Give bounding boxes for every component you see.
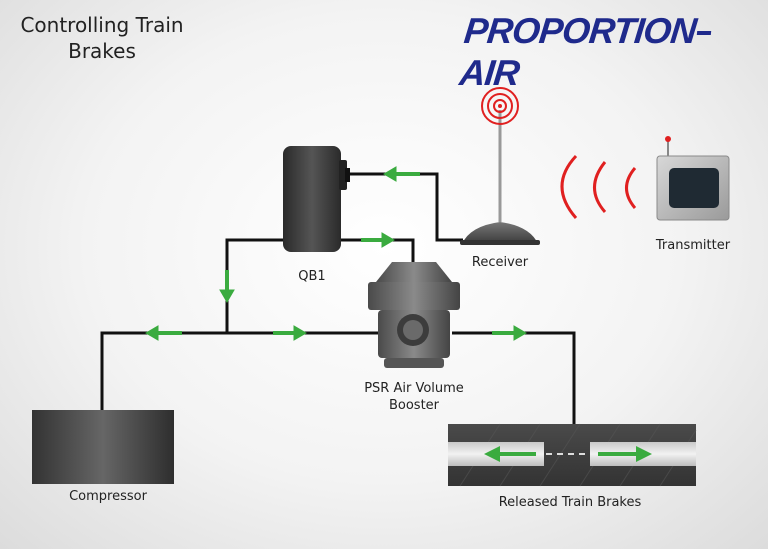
label-qb1: QB1 [298, 269, 326, 284]
pipe-qb1-to-booster [340, 238, 415, 262]
label-compressor: Compressor [69, 489, 147, 504]
arrow-right-supply [273, 325, 307, 341]
flow-arrows [145, 166, 527, 341]
brake-arrow-right [598, 446, 652, 462]
label-booster-line-1: PSR Air Volume [364, 381, 464, 396]
label-brakes: Released Train Brakes [498, 495, 642, 510]
receiver-unit [460, 87, 540, 245]
title-line-2: Brakes [68, 39, 136, 63]
pipe-qb1-down [225, 238, 287, 333]
label-transmitter: Transmitter [655, 238, 731, 253]
arrow-down [219, 270, 235, 303]
arrow-into-qb1 [383, 166, 420, 182]
compressor-unit [32, 410, 174, 484]
transmitter-unit [656, 136, 730, 221]
arrow-to-booster [361, 232, 395, 248]
label-booster-line-2: Booster [388, 398, 440, 413]
receiver-signal-icon [481, 87, 519, 125]
label-booster: PSR Air Volume Booster [354, 380, 474, 414]
arrow-left [145, 325, 182, 341]
label-receiver: Receiver [471, 255, 529, 270]
arrow-right-output [492, 325, 527, 341]
radio-waves-icon [560, 154, 637, 219]
psr-booster [368, 262, 460, 368]
diagram-title: Controlling Train Brakes [12, 12, 192, 64]
title-line-1: Controlling Train [20, 13, 184, 37]
train-brake-assembly [448, 423, 697, 487]
pipe-compressor-supply [100, 331, 380, 410]
pipe-receiver-to-qb1 [345, 172, 463, 242]
qb1-unit [283, 146, 350, 252]
brake-arrow-left [484, 446, 536, 462]
